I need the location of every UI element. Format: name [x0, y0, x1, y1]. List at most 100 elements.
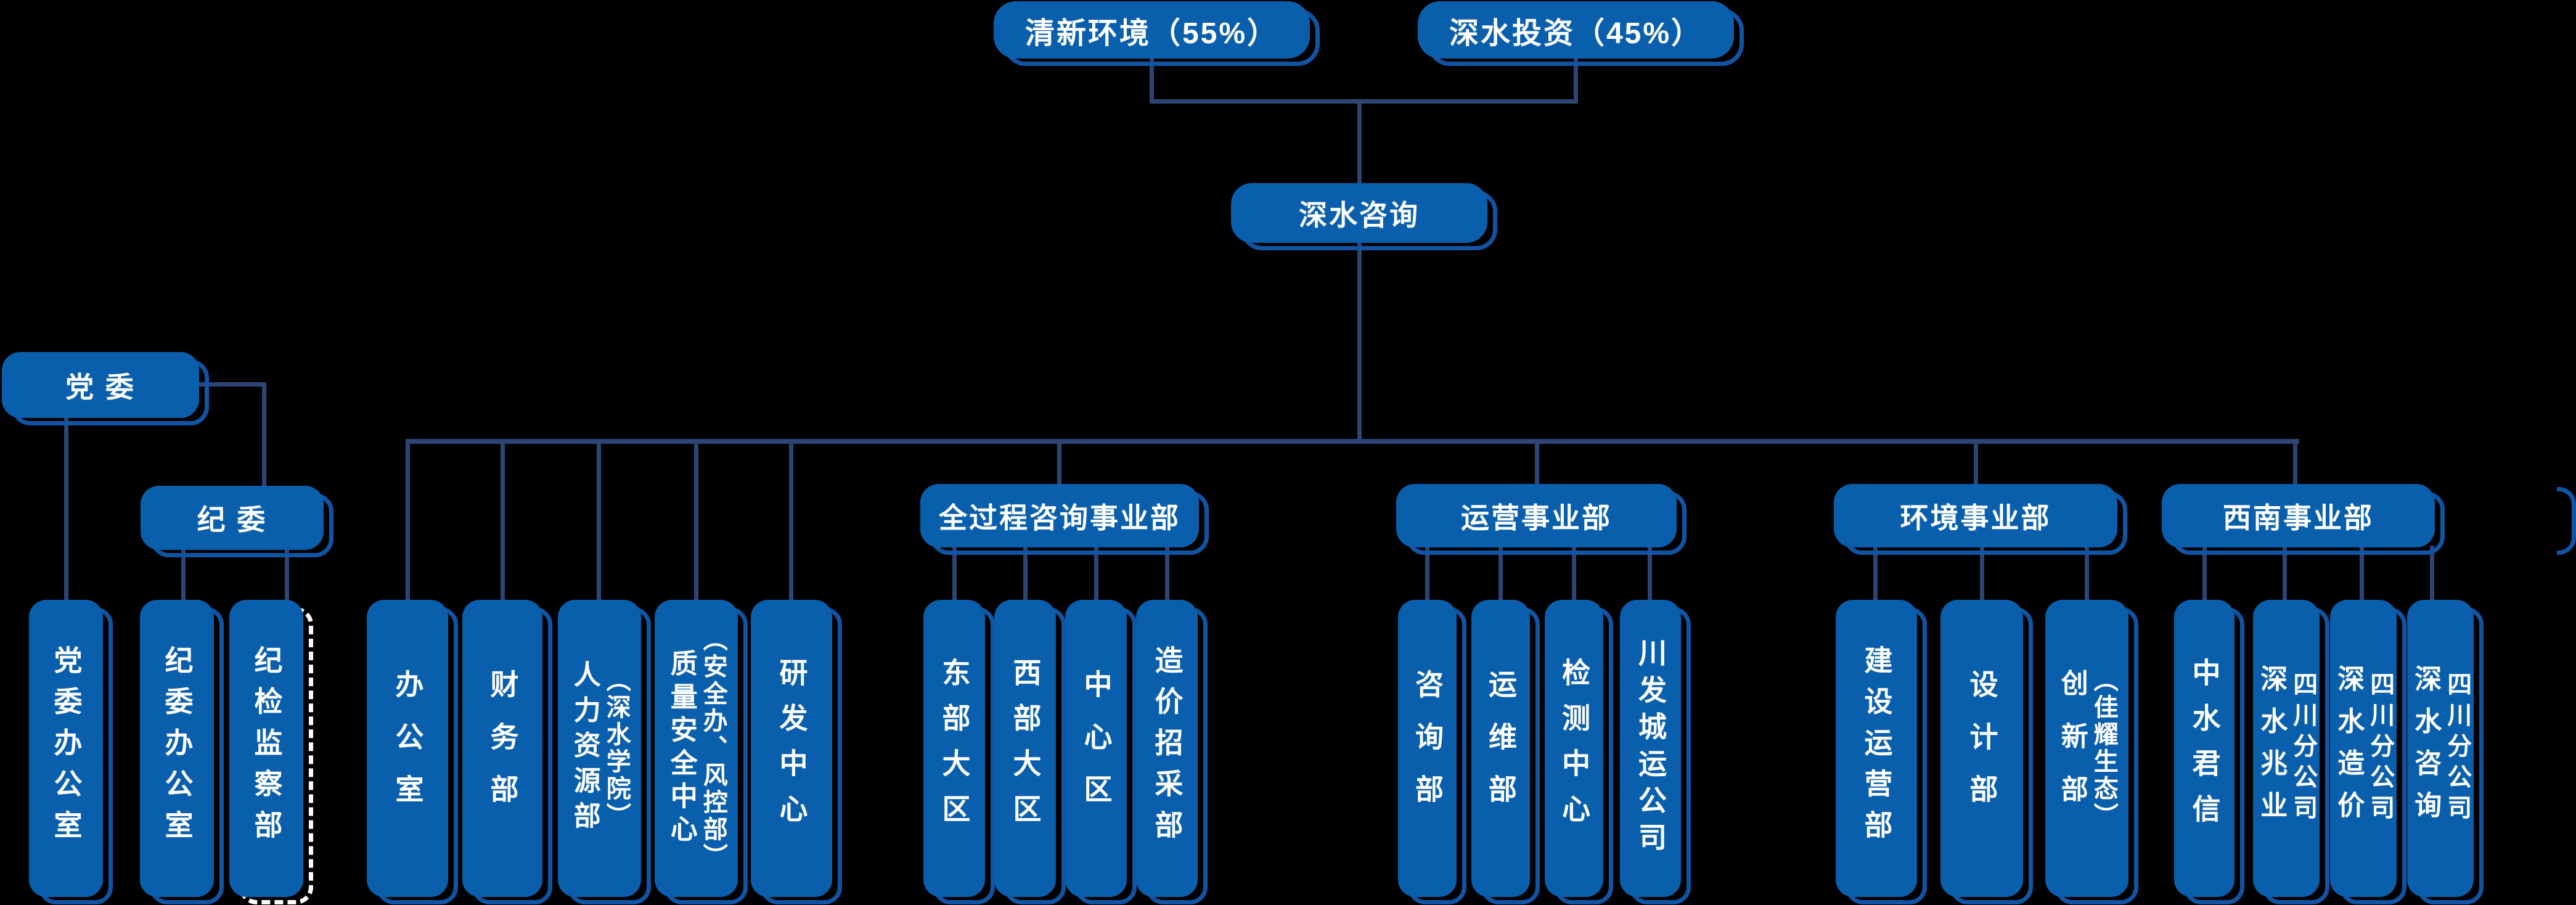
- box-fill: [1545, 600, 1603, 897]
- connector-line: [501, 439, 505, 602]
- connector-line: [2283, 546, 2287, 603]
- vertical-text: 中水君信: [2188, 657, 2221, 840]
- vertical-text-secondary: 四川分公司: [2289, 671, 2317, 825]
- vertical-text: 办公室: [391, 670, 424, 827]
- connector-line: [1094, 546, 1098, 603]
- node-root-shenshui-zixun: 深水咨询: [1231, 183, 1497, 250]
- connector-line: [1425, 546, 1429, 603]
- node-division-quanguocheng: 全过程咨询事业部: [920, 484, 1209, 555]
- vertical-text: 造价招采部: [1151, 645, 1184, 851]
- node-jiwei-bangongshi: 纪委办公室: [140, 600, 224, 904]
- connector-line: [1357, 240, 1362, 443]
- box-fill: [558, 600, 641, 897]
- vertical-text: 研发中心: [775, 657, 808, 840]
- box-fill: [1418, 1, 1734, 59]
- node-chuanfa-chengyun-gongsi: 川发城运公司: [1620, 600, 1691, 904]
- box-fill: [994, 1, 1310, 59]
- box-fill: [994, 600, 1056, 897]
- box-fill: [2330, 600, 2397, 897]
- node-dangwei-bangongshi: 党委办公室: [29, 600, 113, 904]
- node-zhongshui-junxin: 中水君信: [2174, 600, 2244, 904]
- vertical-text-secondary: （深水学院）: [602, 667, 630, 830]
- vertical-text: 纪委办公室: [161, 645, 194, 851]
- node-label: 西南事业部: [2223, 501, 2374, 534]
- node-label: 纪检监察部: [229, 600, 303, 897]
- node-label: 党委办公室: [29, 600, 103, 897]
- box-fill: [1834, 484, 2117, 547]
- node-zhiliang-anquan-zhongxin: 质量安全中心（安全办、风控部）: [655, 600, 748, 904]
- box-fill: [1396, 484, 1677, 547]
- box-fill: [462, 600, 542, 897]
- connector-line: [2085, 546, 2089, 603]
- vertical-text: 西部大区: [1009, 657, 1042, 840]
- connector-line: [1648, 546, 1652, 603]
- box-fill: [140, 600, 214, 897]
- node-xibu-daqu: 西部大区: [994, 600, 1066, 904]
- node-jiance-zhongxin: 检测中心: [1545, 600, 1613, 904]
- node-label: 建设运营部: [1836, 600, 1917, 897]
- node-label: 深水咨询四川分公司: [2407, 600, 2474, 897]
- connector-line: [1873, 546, 1878, 603]
- node-caiwubu: 财务部: [462, 600, 552, 904]
- box-fill: [1471, 600, 1530, 897]
- vertical-text: 质量安全中心: [666, 649, 697, 848]
- connector-line: [1574, 59, 1578, 104]
- connector-line: [2360, 546, 2364, 603]
- connector-line: [1535, 439, 1539, 487]
- connector-line: [1572, 546, 1576, 603]
- connector-line: [1150, 59, 1154, 104]
- box-fill: [2407, 600, 2474, 897]
- node-label: 造价招采部: [1136, 600, 1198, 897]
- connector-line: [1165, 546, 1169, 603]
- node-label: 纪委办公室: [140, 600, 214, 897]
- vertical-text: 中心区: [1080, 670, 1113, 827]
- node-dongbu-daqu: 东部大区: [923, 600, 995, 904]
- connector-line: [1980, 546, 1984, 603]
- node-party-committee: 党 委: [2, 352, 209, 425]
- box-fill: [920, 484, 1199, 547]
- node-label: 咨询部: [1398, 600, 1457, 897]
- box-fill: [141, 486, 324, 550]
- node-shenshui-zhaoye-sichuan: 深水兆业四川分公司: [2253, 600, 2329, 904]
- box-fill: [367, 600, 448, 897]
- node-label: 运营事业部: [1461, 501, 1612, 534]
- node-division-huanjing: 环境事业部: [1834, 484, 2127, 555]
- box-fill: [1940, 600, 2023, 897]
- box-fill: [1836, 600, 1917, 897]
- connector-line: [262, 382, 266, 487]
- vertical-text: 财务部: [486, 670, 519, 827]
- node-label: 中心区: [1065, 600, 1127, 897]
- connector-line: [952, 546, 957, 603]
- node-zhongxinqu: 中心区: [1065, 600, 1137, 904]
- connector-line: [2202, 546, 2207, 603]
- box-fill: [2253, 600, 2320, 897]
- box-fill: [1065, 600, 1127, 897]
- connector-line: [1357, 99, 1362, 186]
- connector-line: [285, 549, 289, 603]
- connector-line: [406, 439, 410, 602]
- box-fill: [2045, 600, 2128, 897]
- node-label: 环境事业部: [1900, 501, 2051, 534]
- vertical-text: 深水咨询: [2410, 664, 2441, 833]
- connector-line: [1974, 439, 1978, 487]
- node-zixunbu: 咨询部: [1398, 600, 1466, 904]
- node-zaojia-zhaocaibu: 造价招采部: [1136, 600, 1208, 904]
- node-label: 川发城运公司: [1620, 600, 1681, 897]
- box-fill: [2, 352, 199, 418]
- vertical-text: 咨询部: [1411, 670, 1444, 827]
- node-jijian-jianchabu: 纪检监察部: [229, 600, 313, 904]
- node-label: 全过程咨询事业部: [939, 501, 1180, 534]
- connector-line: [694, 439, 698, 602]
- node-label: 东部大区: [923, 600, 985, 897]
- node-division-xinan: 西南事业部: [2162, 484, 2445, 555]
- vertical-text: 创新部: [2056, 669, 2087, 828]
- vertical-text: 深水造价: [2333, 664, 2364, 833]
- node-label: 办公室: [367, 600, 448, 897]
- box-fill: [29, 600, 103, 897]
- vertical-text-secondary: （佳耀生态）: [2090, 667, 2117, 830]
- connector-line: [1499, 546, 1503, 603]
- node-shenshui-zixun-sichuan: 深水咨询四川分公司: [2407, 600, 2484, 904]
- box-fill: [229, 600, 303, 897]
- node-label: 创新部（佳耀生态）: [2045, 600, 2128, 897]
- node-shareholder-shenshui-touzi: 深水投资（45%）: [1418, 1, 1744, 66]
